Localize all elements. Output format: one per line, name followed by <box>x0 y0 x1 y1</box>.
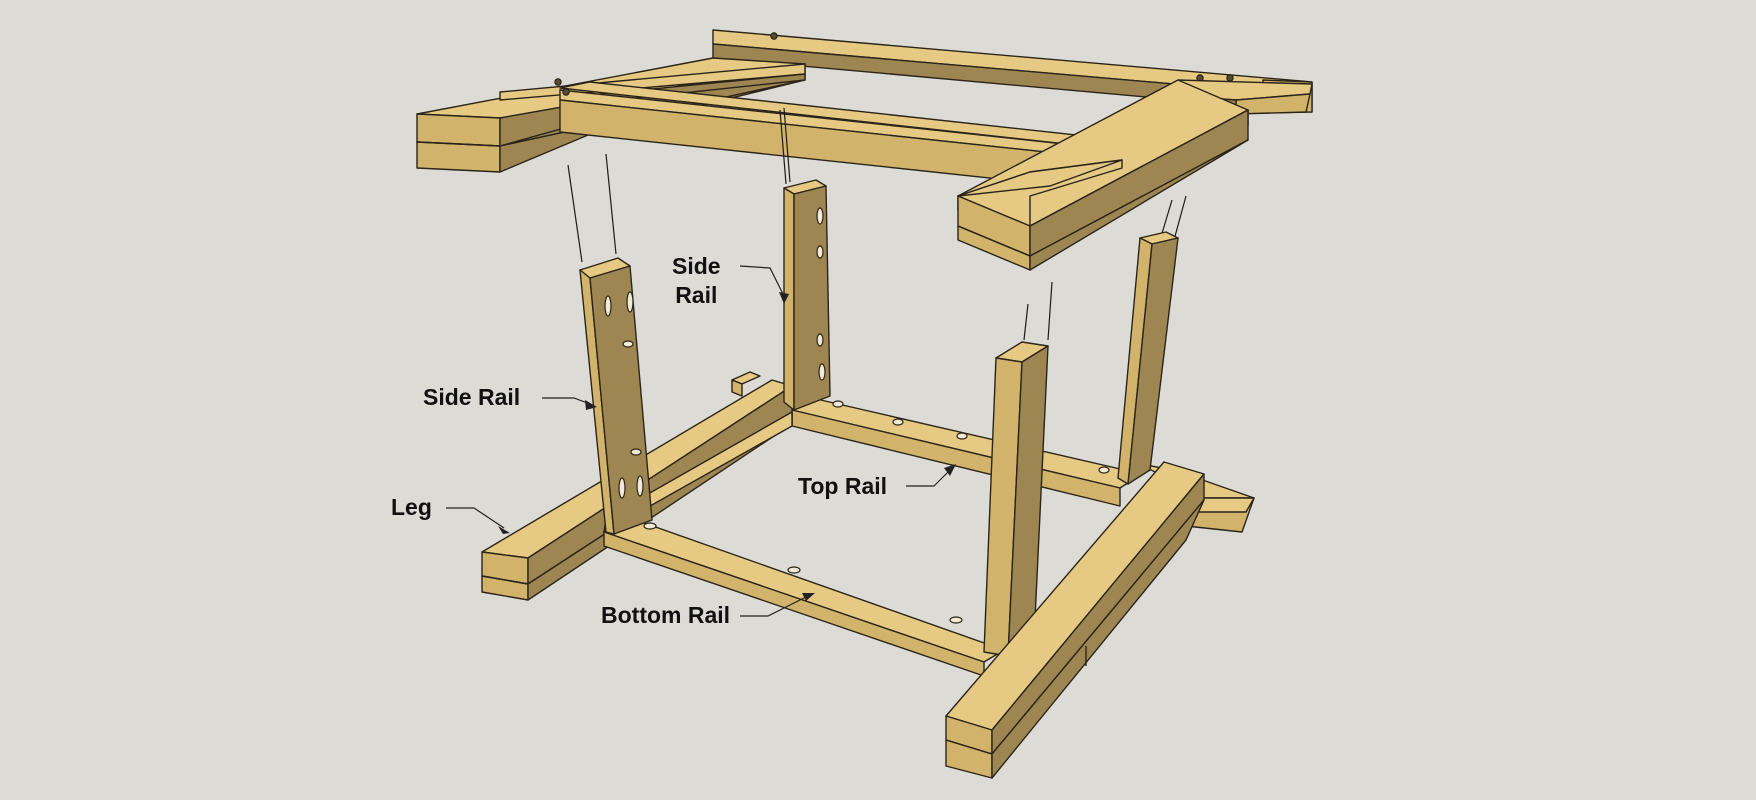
label-side-rail-back-line2: Rail <box>675 282 718 308</box>
label-side-rail-back: Side Rail <box>672 252 721 310</box>
back-left-foot-stub <box>731 371 761 397</box>
back-right-leg <box>1117 231 1179 485</box>
label-leg: Leg <box>391 494 432 520</box>
back-left-leg <box>783 179 831 411</box>
label-bottom-rail: Bottom Rail <box>601 602 731 628</box>
top-frame-front-right-block <box>957 109 1249 271</box>
base-front-right-foot-beam <box>945 461 1205 779</box>
top-frame-front-rail <box>554 78 1141 193</box>
top-frame <box>416 29 1313 271</box>
label-side-rail-back-line1: Side <box>672 253 721 279</box>
callout-leaders <box>446 265 956 617</box>
front-left-leg <box>579 257 653 535</box>
label-top-rail: Top Rail <box>798 473 888 499</box>
assembly-guides <box>567 107 1187 341</box>
label-side-rail-left: Side Rail <box>423 384 521 410</box>
